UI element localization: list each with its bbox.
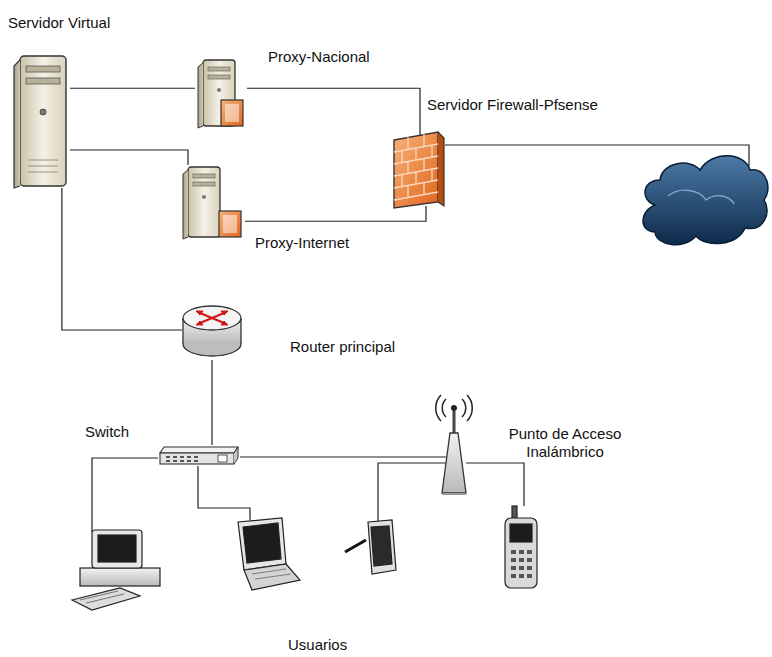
device-label: Servidor Firewall-Pfsense <box>427 96 598 114</box>
server-icon <box>12 50 70 192</box>
network-link <box>245 206 426 221</box>
network-link <box>247 88 420 136</box>
device-label: Router principal <box>290 338 395 356</box>
network-link <box>212 360 213 445</box>
network-link <box>240 457 446 458</box>
proxy-server-icon <box>195 58 247 130</box>
device-label: Proxy-Nacional <box>268 48 370 66</box>
switch-icon <box>158 445 240 465</box>
device-label: Servidor Virtual <box>8 14 110 32</box>
device-label: Punto de Acceso Inalámbrico <box>490 425 640 461</box>
device-label: Switch <box>85 423 129 441</box>
network-device: Servidor Firewall-Pfsense <box>385 96 615 216</box>
network-device: Switch <box>82 420 244 470</box>
network-device: Servidor Virtual <box>8 14 114 196</box>
network-device: Proxy-Nacional <box>195 42 374 132</box>
device-label: Proxy-Internet <box>255 234 349 252</box>
router-icon <box>182 300 242 360</box>
network-link <box>62 188 182 330</box>
group-label: Usuarios <box>288 636 347 653</box>
firewall-icon <box>388 130 445 210</box>
network-device: Proxy-Internet <box>180 160 390 260</box>
access-point-icon <box>432 393 476 495</box>
network-device: Punto de Acceso Inalámbrico <box>432 393 652 497</box>
network-device: Router principal <box>182 298 412 362</box>
proxy-server-icon <box>180 165 245 241</box>
network-link <box>70 150 188 165</box>
network-link <box>70 88 195 89</box>
